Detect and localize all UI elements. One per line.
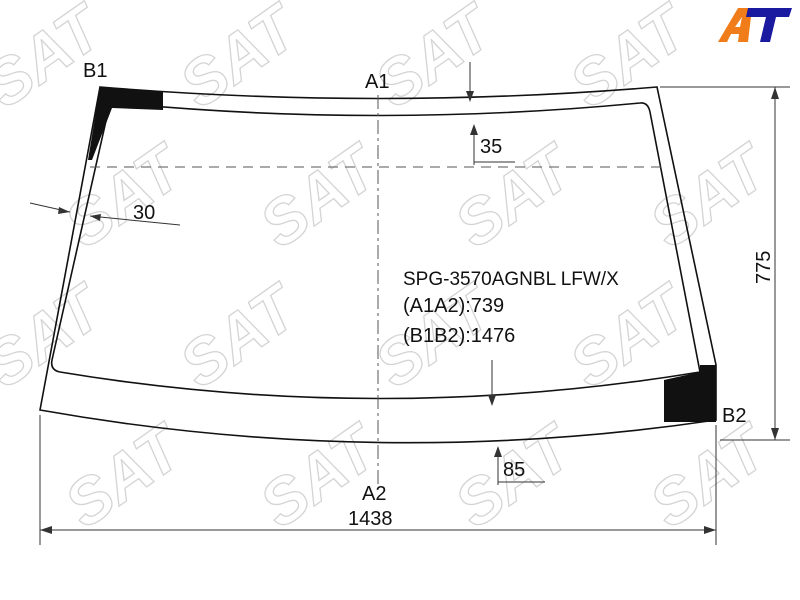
watermark-text: SAT (52, 129, 198, 261)
arrowhead (488, 395, 496, 406)
dimension-width: 1438 (348, 508, 393, 530)
logo-letter-a (718, 8, 752, 42)
dimension-top-band: 35 (480, 136, 502, 158)
dimension-height: 775 (753, 251, 775, 284)
point-label-a2: A2 (362, 483, 386, 505)
watermark-text: SAT (52, 409, 198, 541)
logo-letter-t (746, 8, 792, 42)
b1b2-measure: (B1B2):1476 (403, 325, 515, 347)
arrowhead (470, 124, 478, 135)
watermark-text: SAT (247, 129, 393, 261)
watermark-text: SAT (167, 269, 313, 401)
dimension-bottom-band: 85 (503, 459, 525, 481)
leader-line (89, 215, 181, 226)
brand-logo (718, 8, 792, 42)
dimension-side-band: 30 (133, 202, 155, 224)
watermark-text: SAT (637, 409, 783, 541)
watermark-text: SAT (0, 269, 118, 401)
glass-outline-inner (50, 102, 701, 400)
sensor-block-bottom-right (664, 365, 716, 422)
sensor-block-top-left (88, 87, 163, 160)
arrowhead (494, 446, 502, 457)
watermark-text: SAT (442, 129, 588, 261)
watermark-text: SAT (362, 0, 508, 121)
watermark-text: SAT (637, 129, 783, 261)
a1a2-measure: (A1A2):739 (403, 295, 504, 317)
arrowhead (466, 91, 474, 102)
point-label-b1: B1 (83, 60, 107, 82)
watermark-text: SAT (167, 0, 313, 121)
part-code: SPG-3570AGNBL LFW/X (403, 269, 619, 290)
point-label-a1: A1 (365, 71, 389, 93)
point-label-b2: B2 (722, 405, 746, 427)
